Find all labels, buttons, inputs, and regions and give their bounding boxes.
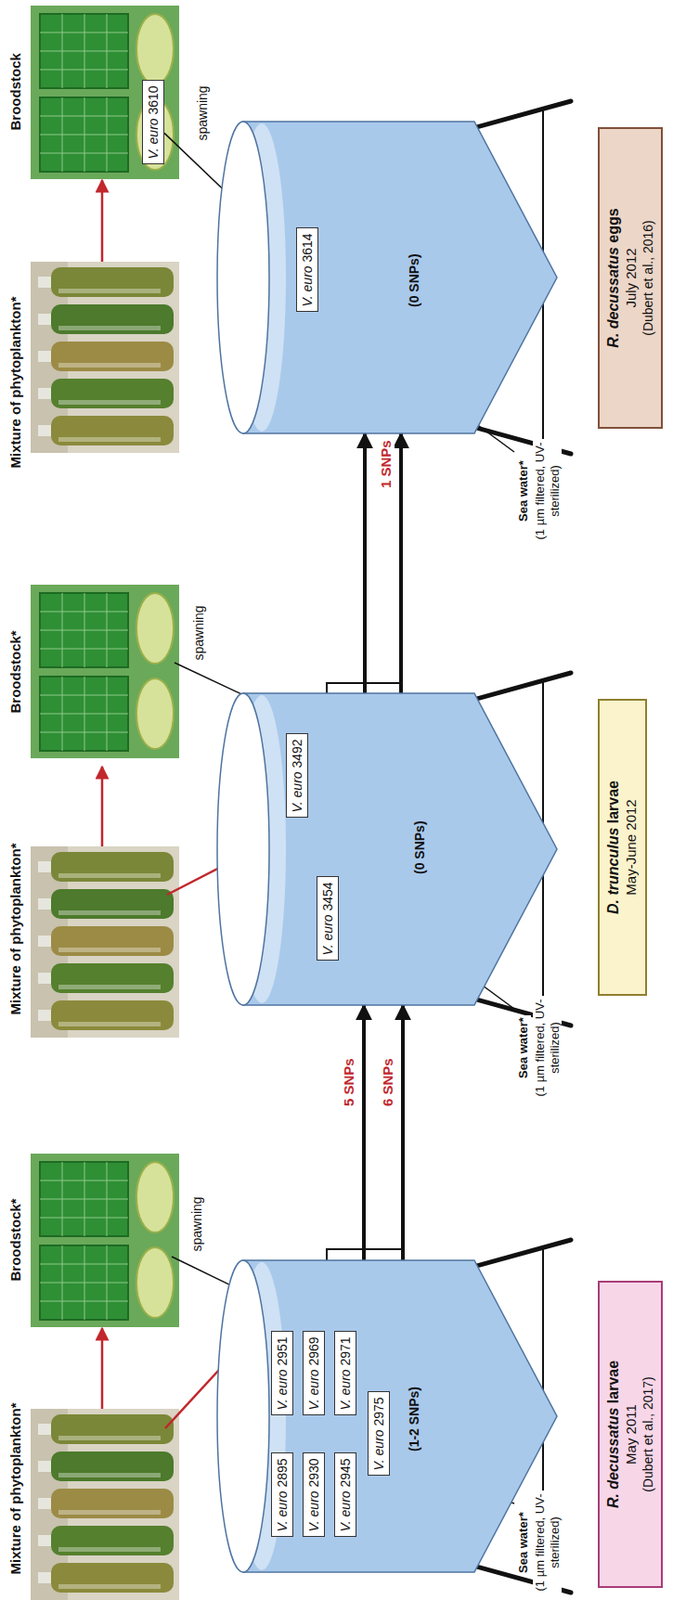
tank-shape — [207, 693, 557, 1006]
transfer-arrow — [362, 1005, 366, 1261]
sample-text: R. decussatus larvae — [604, 1288, 623, 1581]
strain-box: V. euro 2930 — [302, 1452, 325, 1538]
arrow-label: spawning — [189, 1194, 206, 1254]
transfer-arrow — [399, 433, 403, 694]
tank-body — [243, 693, 557, 1006]
water-note: (1 µm filtered, UV-sterilized) — [532, 996, 562, 1101]
strain-name: V. euro 3614 — [299, 232, 315, 307]
culture-tank: (0 SNPs) V. euro 3614 — [207, 121, 557, 434]
strain-name: V. euro 2930 — [306, 1458, 322, 1532]
tank-body — [243, 1260, 557, 1573]
snp-count: (1-2 SNPs) — [406, 1386, 422, 1452]
tank-opening — [217, 121, 270, 434]
transfer-arrow — [362, 433, 367, 694]
tank-shape — [207, 121, 557, 434]
sample-text: May 2011 — [622, 1288, 641, 1581]
sample-text: May-June 2012 — [622, 706, 641, 989]
culture-tank: (0 SNPs) V. euro 3454 V. euro 3492 — [207, 693, 557, 1006]
tank-body — [243, 121, 557, 434]
strain-name: V. euro 3610 — [145, 85, 161, 159]
strain-box: V. euro 2945 — [334, 1452, 357, 1538]
tank-opening — [217, 1260, 270, 1573]
snp-count: (0 SNPs) — [412, 820, 428, 875]
sample-text: (Dubert et al., 2016) — [640, 134, 658, 422]
photo-title: Broodstock* — [7, 1198, 25, 1282]
strain-box: V. euro 3610 — [142, 79, 165, 165]
broodstock-photo — [30, 5, 180, 180]
arrow-label: spawning — [191, 603, 208, 662]
water-note: (1 µm filtered, UV-sterilized) — [532, 1490, 562, 1595]
strain-name: V. euro 2945 — [337, 1458, 353, 1532]
strain-name: V. euro 3492 — [289, 738, 305, 813]
sample-text: July 2012 — [622, 134, 641, 422]
culture-tank: (1-2 SNPs) V. euro 2895 V. euro 2951 V. eur… — [207, 1260, 557, 1573]
photo-title: Mixture of phytoplankton* — [7, 297, 25, 469]
sample-box: R. decussatus eggsJuly 2012(Dubert et al… — [597, 127, 663, 429]
sample-text: R. decussatus eggs — [604, 134, 623, 422]
strain-name: V. euro 2975 — [371, 1397, 387, 1471]
phytoplankton-photo — [30, 261, 180, 453]
strain-box: V. euro 2951 — [271, 1331, 294, 1416]
photo-title: Mixture of phytoplankton* — [7, 843, 25, 1016]
strain-box: V. euro 2975 — [367, 1391, 390, 1476]
water-label: Sea water* — [516, 1510, 531, 1576]
edge-label: 6 SNPs — [379, 1056, 397, 1109]
edge-label: spawning — [194, 83, 211, 143]
broodstock-photo — [30, 1153, 180, 1328]
water-note: (1 µm filtered, UV-sterilized) — [532, 439, 562, 544]
strain-box: V. euro 2895 — [271, 1452, 294, 1538]
phytoplankton-photo — [30, 1409, 180, 1600]
strain-name: V. euro 2895 — [274, 1458, 290, 1532]
strain-name: V. euro 2951 — [274, 1336, 290, 1411]
strain-box: V. euro 3614 — [296, 227, 319, 312]
strain-box: V. euro 2969 — [302, 1331, 325, 1416]
photo-title: Broodstock — [7, 52, 25, 130]
photo-title: Mixture of phytoplankton* — [7, 1403, 25, 1576]
strain-box: V. euro 3492 — [285, 733, 309, 818]
transfer-arrow — [401, 1005, 405, 1261]
water-label: Sea water* — [516, 458, 531, 524]
tank-opening — [217, 693, 270, 1006]
edge-label: 1 SNPs — [377, 438, 395, 491]
strain-name: V. euro 2969 — [306, 1336, 322, 1411]
strain-box: V. euro 2971 — [334, 1331, 357, 1416]
water-label: Sea water* — [516, 1015, 531, 1081]
snp-count: (0 SNPs) — [406, 253, 422, 308]
photo-title: Broodstock* — [7, 630, 25, 713]
sample-box: D. trunculus larvaeMay-June 2012 — [597, 698, 648, 997]
sample-box: R. decussatus larvaeMay 2011(Dubert et a… — [597, 1281, 663, 1589]
strain-name: V. euro 3454 — [320, 881, 336, 956]
sample-text: D. trunculus larvae — [604, 706, 623, 989]
edge-label: 5 SNPs — [340, 1056, 358, 1109]
strain-name: V. euro 2971 — [337, 1336, 353, 1411]
strain-box: V. euro 3454 — [316, 876, 339, 961]
phytoplankton-photo — [30, 846, 180, 1038]
broodstock-photo — [30, 584, 180, 759]
sample-text: (Dubert et al., 2017) — [640, 1288, 658, 1581]
